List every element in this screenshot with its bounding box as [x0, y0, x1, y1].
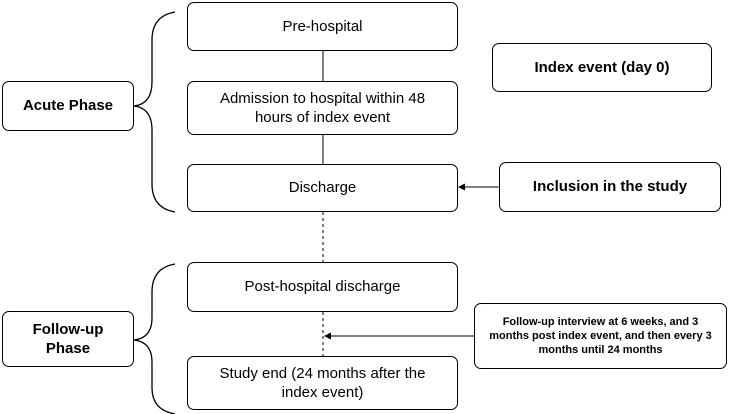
prehospital-box: Pre-hospital [187, 2, 458, 51]
followup-phase-brace [133, 263, 176, 414]
discharge-box: Discharge [187, 164, 458, 212]
inclusion-arrowhead [458, 183, 465, 191]
post-discharge-box: Post-hospital discharge [187, 262, 458, 312]
inclusion-box: Inclusion in the study [499, 162, 721, 212]
study-end-box: Study end (24 months after the index eve… [187, 356, 458, 410]
followup-arrowhead [324, 332, 331, 340]
acute-phase-label: Acute Phase [2, 81, 134, 131]
followup-interview-box: Follow-up interview at 6 weeks, and 3 mo… [474, 303, 727, 369]
admission-box: Admission to hospital within 48 hours of… [187, 81, 458, 135]
index-event-box: Index event (day 0) [492, 43, 712, 92]
acute-phase-brace [133, 11, 176, 213]
followup-phase-label: Follow-up Phase [2, 311, 134, 367]
